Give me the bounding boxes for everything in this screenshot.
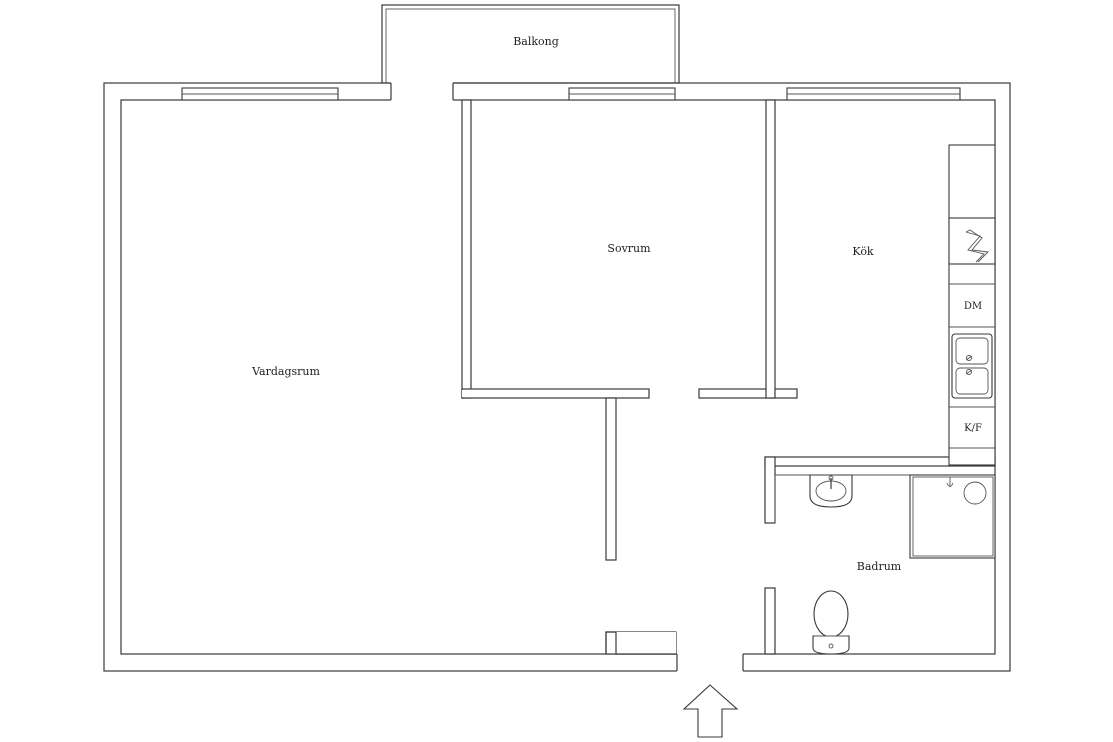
kitchen-sink-icon — [951, 333, 993, 399]
bathroom-sink-icon — [809, 474, 853, 508]
entrance-opening — [676, 653, 744, 673]
balcony-door-opening — [390, 82, 454, 101]
entrance-arrow-icon — [682, 684, 739, 738]
windows — [181, 87, 961, 101]
bathroom-label: Badrum — [857, 560, 902, 573]
dishwasher-label: DM — [964, 301, 982, 312]
balcony — [381, 4, 680, 84]
partition-walls — [605, 397, 677, 655]
fridge-freezer-label: K/F — [964, 423, 982, 434]
bedroom-walls — [461, 99, 798, 399]
outer-wall — [103, 82, 1011, 672]
bedroom-label: Sovrum — [607, 242, 651, 255]
kitchen-counter — [948, 144, 996, 466]
toilet-icon — [812, 590, 850, 655]
living-room-label: Vardagsrum — [251, 365, 320, 378]
balcony-label: Balkong — [513, 35, 559, 48]
shower-icon — [909, 474, 996, 559]
kitchen-label: Kök — [852, 245, 874, 258]
stove-icon — [948, 217, 996, 265]
